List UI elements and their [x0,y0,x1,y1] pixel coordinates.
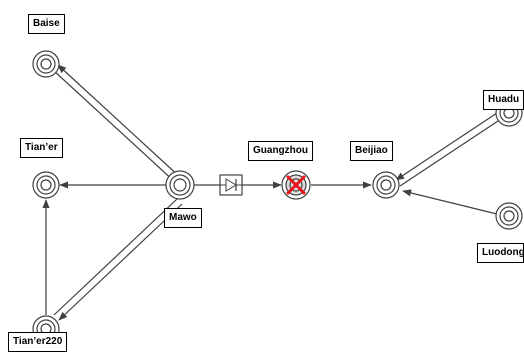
line-huadu-beijiao [395,112,502,187]
label-beijiao: Beijiao [350,141,393,161]
label-tianer220: Tian’er220 [8,332,68,352]
station-luodong-icon[interactable] [495,202,523,230]
station-beijiao-icon[interactable] [372,171,400,199]
label-guangzhou: Guangzhou [248,141,313,161]
line-mawo-tianer220 [53,198,183,321]
station-guangzhou-fault-icon[interactable] [281,170,311,200]
line-luodong-beijiao [402,189,498,215]
converter-icon[interactable] [219,174,243,196]
label-mawo: Mawo [164,208,202,228]
station-mawo-icon[interactable] [165,170,195,200]
label-luodong: Luodong [477,243,524,263]
station-tianer-icon[interactable] [32,171,60,199]
label-baise: Baise [28,14,65,34]
line-mawo-baise [52,64,182,184]
label-huadu: Huadu [483,90,524,110]
label-tianer: Tian’er [20,138,63,158]
station-baise-icon[interactable] [32,50,60,78]
